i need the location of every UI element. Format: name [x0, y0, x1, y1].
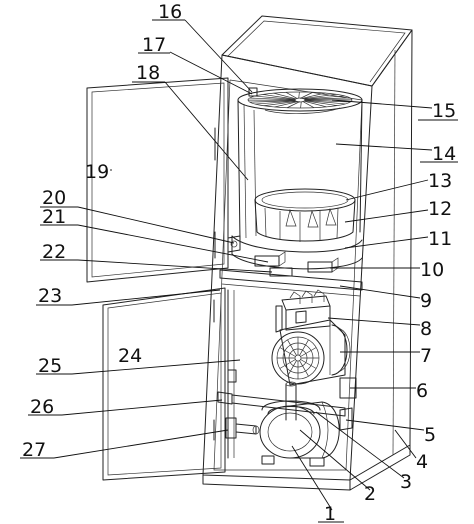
- lower-chamber: [217, 289, 357, 467]
- fan-guard-spoke: [299, 360, 309, 377]
- callout-7: 7: [420, 345, 432, 367]
- partition-fixtures: [254, 251, 339, 277]
- fan-blade-line: [249, 100, 296, 103]
- callout-19: 19: [85, 161, 109, 183]
- leader-lines: [53, 19, 433, 511]
- callout-26: 26: [30, 396, 54, 418]
- fan-blade-line: [263, 100, 298, 107]
- callout-27: 27: [22, 439, 46, 461]
- callout-9: 9: [420, 290, 432, 312]
- callout-11: 11: [428, 228, 452, 250]
- callout-13: 13: [428, 170, 452, 192]
- cabinet-body: [202, 15, 413, 491]
- fan-blade-line: [254, 95, 296, 100]
- callout-25: 25: [38, 355, 62, 377]
- fan-blade-line: [285, 91, 298, 100]
- callout-5: 5: [424, 424, 436, 446]
- callout-2: 2: [364, 483, 376, 505]
- middle-partition: [219, 269, 363, 297]
- callout-17: 17: [142, 34, 166, 56]
- callout-20: 20: [42, 187, 66, 209]
- callout-labels: 1 2 3 4 5 6 7 8 9 10 11 12 13 14 15 16 1…: [20, 1, 458, 524]
- fan-guard-spoke: [279, 359, 296, 369]
- callout-18: 18: [136, 62, 160, 84]
- fan-blade-line: [304, 100, 346, 105]
- fan-blade-line: [255, 100, 297, 105]
- upper-chamber: [237, 87, 363, 241]
- fan-blade-line: [262, 94, 296, 100]
- callout-4: 4: [416, 451, 428, 473]
- upper-door: [86, 77, 241, 283]
- fan-blade-line: [274, 101, 299, 108]
- top-fan-blades: [248, 91, 352, 109]
- callout-12: 12: [428, 198, 452, 220]
- fan-blade-line: [304, 99, 351, 103]
- fan-guard-spoke: [287, 339, 297, 356]
- fan-blade-line: [304, 97, 351, 100]
- callout-22: 22: [42, 241, 66, 263]
- fan-blade-line: [303, 100, 327, 108]
- fan-guard-spoke: [287, 360, 297, 377]
- fan-blade-line: [304, 100, 338, 106]
- funnel-basket: [231, 188, 363, 270]
- fan-blade-line: [286, 101, 301, 109]
- fan-blade-line: [301, 92, 326, 99]
- callout-15: 15: [432, 100, 456, 122]
- callout-6: 6: [416, 380, 428, 402]
- fan-guard-spoke: [279, 347, 296, 357]
- fan-blade-line: [299, 91, 314, 99]
- fan-blade-line: [302, 100, 315, 109]
- fan-blade-line: [273, 92, 297, 100]
- fan-guard-grille: [277, 337, 319, 379]
- callout-3: 3: [400, 471, 412, 493]
- callout-23: 23: [38, 285, 62, 307]
- callout-24: 24: [118, 345, 142, 367]
- callout-21: 21: [42, 206, 66, 228]
- callout-8: 8: [420, 318, 432, 340]
- callout-10: 10: [420, 259, 444, 281]
- fan-guard-spoke: [299, 339, 309, 356]
- fan-blade-line: [249, 97, 296, 101]
- fan-blade-line: [300, 101, 302, 109]
- fan-blade-line: [303, 95, 345, 100]
- callout-16: 16: [158, 1, 182, 23]
- fan-guard-spoke: [300, 347, 317, 357]
- callout-1: 1: [324, 503, 336, 524]
- fan-blade-line: [302, 93, 337, 100]
- fan-blade-line: [298, 91, 300, 99]
- callout-14: 14: [432, 143, 456, 165]
- fan-guard-spoke: [300, 359, 317, 369]
